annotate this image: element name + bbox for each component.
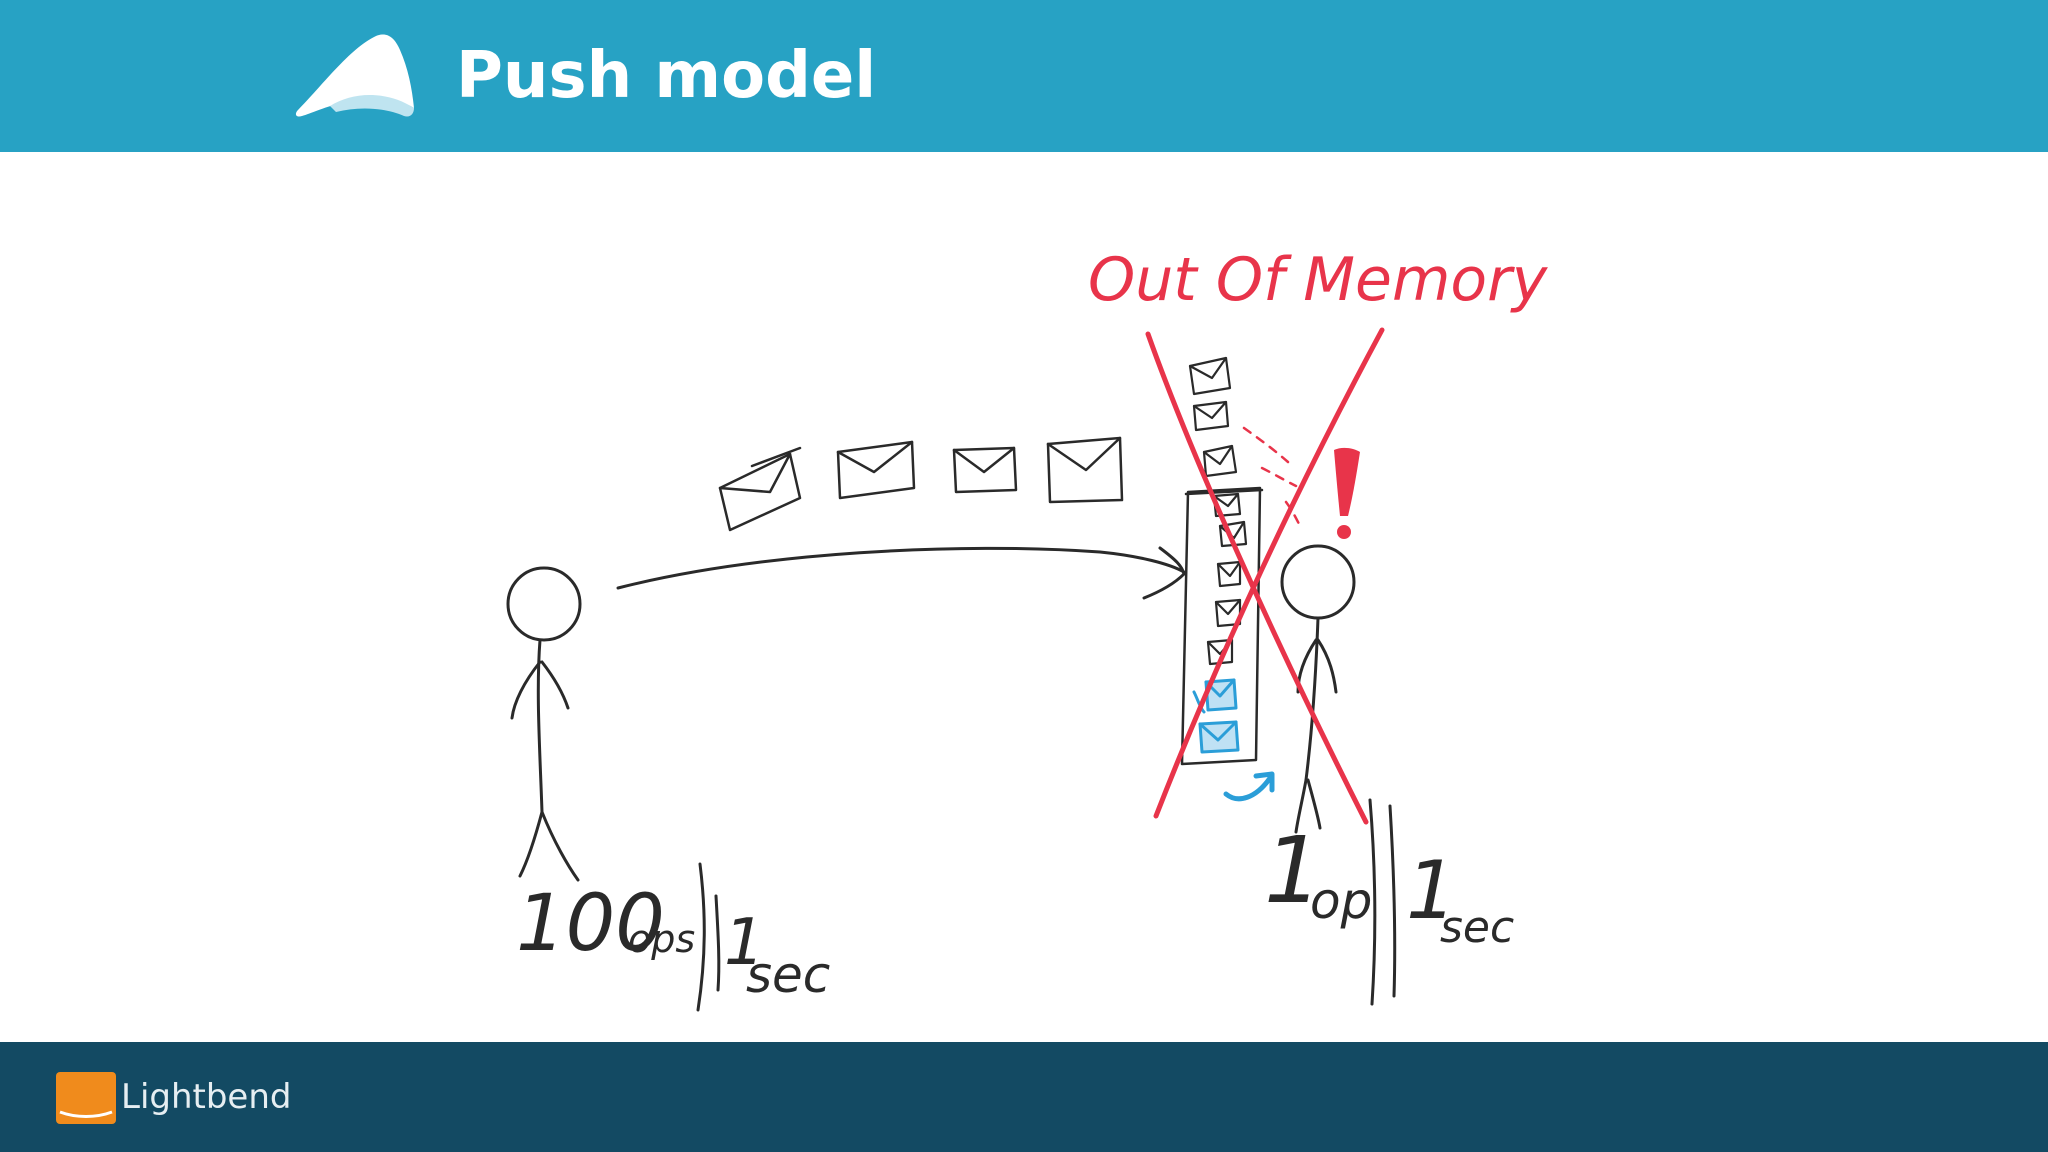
- alarm-strokes: [1242, 426, 1302, 528]
- envelope-icon: [952, 446, 1018, 494]
- consumer-stick-figure-icon: [1280, 544, 1356, 834]
- producer-rate-number: 100: [516, 879, 665, 969]
- consumer-rate-per: 1: [1406, 844, 1457, 937]
- producer-rate-unit: ops: [628, 917, 695, 961]
- exclamation-icon: [1334, 447, 1360, 539]
- consumer-rate-label: 1 op 1 sec: [1264, 798, 1514, 1006]
- envelope-icon: [1046, 436, 1124, 504]
- producer-rate-per: 1: [724, 906, 765, 980]
- push-arrow-icon: [616, 546, 1186, 600]
- producer-stick-figure-icon: [506, 566, 582, 882]
- slide-header: Push model: [0, 0, 2048, 152]
- envelope-icon: [836, 440, 916, 500]
- cross-out-icon: [1145, 327, 1385, 825]
- producer-rate-label: 100 ops 1 sec: [516, 862, 830, 1012]
- dequeue-arrow-icon: [1223, 771, 1275, 802]
- consumer-rate-unit: op: [1310, 872, 1372, 930]
- akka-logo-icon: [295, 34, 414, 117]
- out-of-memory-label: Out Of Memory: [1088, 245, 1549, 315]
- processing-envelopes: [1192, 678, 1240, 754]
- consumer-rate-number: 1: [1264, 817, 1323, 924]
- overflow-envelopes: [1188, 356, 1248, 666]
- envelope-icon: [718, 446, 802, 532]
- lightbend-logo-icon: [56, 1072, 116, 1124]
- consumer-rate-time: sec: [1440, 902, 1514, 953]
- producer-rate-time: sec: [746, 946, 830, 1004]
- push-model-drawing: Out Of Memory 100 ops 1 sec 1 op 1 sec: [506, 245, 1549, 1012]
- mailbox-queue: [1180, 486, 1264, 766]
- slide-title: Push model: [456, 39, 877, 113]
- footer-brand: Lightbend: [121, 1077, 292, 1117]
- slide-footer: Lightbend: [0, 1042, 2048, 1152]
